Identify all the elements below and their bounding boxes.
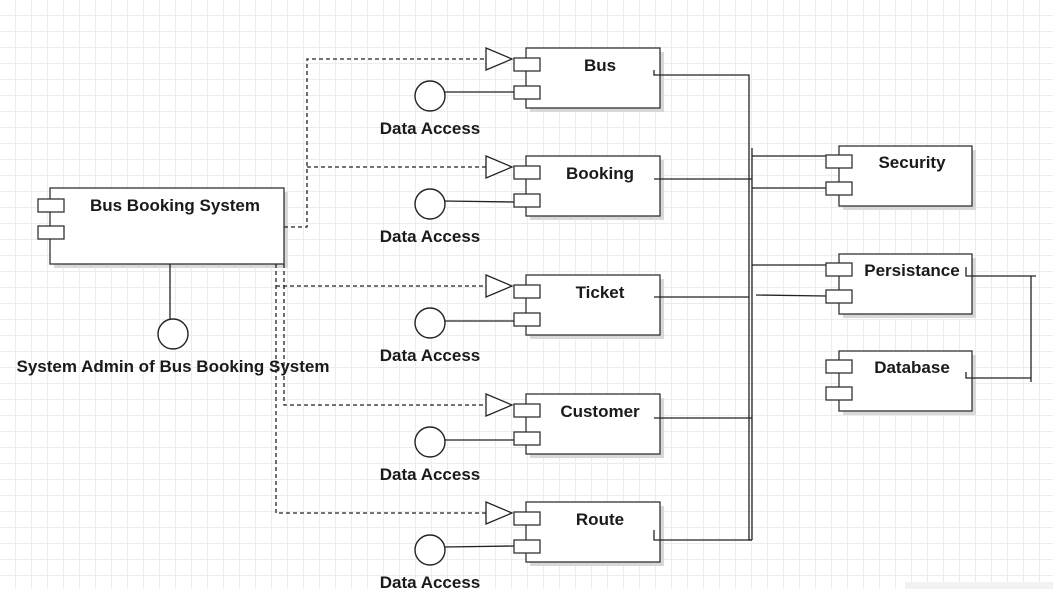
bus-component[interactable]: Bus <box>485 47 664 112</box>
ticket-provided-port-triangle <box>485 274 514 298</box>
canvas-footer-strip <box>905 582 1053 589</box>
route-data-access-interface[interactable] <box>414 534 515 566</box>
route-provided-port-triangle <box>485 501 514 525</box>
booking-component[interactable]: Booking <box>485 155 664 220</box>
bus-data-access-interface[interactable] <box>414 80 514 112</box>
bus-provided-port-triangle <box>485 47 514 71</box>
booking-data-access-interface[interactable] <box>414 188 515 220</box>
booking-data-access-label: Data Access <box>380 227 481 246</box>
system-admin-label: System Admin of Bus Booking System <box>17 357 330 376</box>
ticket-component[interactable]: Ticket <box>485 274 664 339</box>
bus-label: Bus <box>584 56 616 75</box>
customer-label: Customer <box>560 402 640 421</box>
persistance-database-connector <box>965 267 1036 382</box>
security-component[interactable]: Security <box>825 145 976 210</box>
customer-component[interactable]: Customer <box>485 393 664 458</box>
system-admin-interface[interactable] <box>157 264 189 350</box>
bus-booking-system-label: Bus Booking System <box>90 196 260 215</box>
bus-data-access-label: Data Access <box>380 119 481 138</box>
customer-data-access-label: Data Access <box>380 465 481 484</box>
bus-booking-system-component[interactable]: Bus Booking System <box>37 187 288 268</box>
route-label: Route <box>576 510 624 529</box>
admin-interface-circle <box>157 318 189 350</box>
database-label: Database <box>874 358 950 377</box>
persistance-component[interactable]: Persistance <box>825 253 976 318</box>
customer-data-access-interface[interactable] <box>414 426 514 458</box>
booking-provided-port-triangle <box>485 155 514 179</box>
persistance-label: Persistance <box>864 261 959 280</box>
route-component[interactable]: Route <box>485 501 664 566</box>
booking-label: Booking <box>566 164 634 183</box>
ticket-data-access-label: Data Access <box>380 346 481 365</box>
database-component[interactable]: Database <box>825 350 976 415</box>
ticket-data-access-interface[interactable] <box>414 307 514 339</box>
security-label: Security <box>878 153 946 172</box>
ticket-label: Ticket <box>576 283 625 302</box>
service-connector-lines <box>653 70 827 541</box>
customer-provided-port-triangle <box>485 393 514 417</box>
route-data-access-label: Data Access <box>380 573 481 589</box>
dependency-lines <box>275 58 486 514</box>
